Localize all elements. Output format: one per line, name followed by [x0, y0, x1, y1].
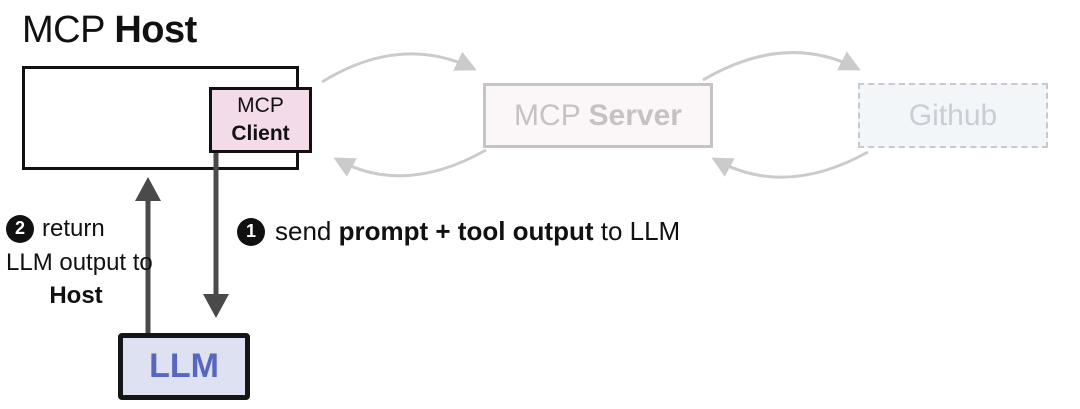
github-to-server-loop-arrow	[711, 150, 869, 179]
step2-line3: Host	[49, 282, 103, 310]
title-emphasis: Host	[114, 9, 197, 51]
github-box: Github	[858, 83, 1048, 148]
step2-line2: LLM output to	[6, 248, 153, 276]
github-label: Github	[908, 98, 998, 132]
server-to-client-loop-arrow	[333, 148, 487, 178]
server-to-github-loop-arrow	[702, 51, 861, 82]
step2-number-badge: 2	[6, 214, 34, 243]
mcp-server-label-prefix: MCP	[514, 98, 589, 132]
step1-number-badge: 1	[237, 217, 265, 246]
mcp-client-label-line1: MCP	[237, 93, 284, 117]
title-prefix: MCP	[22, 9, 115, 51]
step1-text-post: to LLM	[593, 216, 681, 246]
mcp-server-label: MCP Server	[514, 99, 682, 133]
mcp-client-box: MCP Client	[209, 87, 312, 153]
step1-text: send prompt + tool output to LLM	[275, 216, 680, 247]
diagram-title: MCP Host	[22, 9, 197, 52]
step2-line1-text: return	[42, 215, 105, 242]
step1-text-bold: prompt + tool output	[338, 216, 594, 246]
mcp-client-label-line2: Client	[231, 122, 290, 145]
step2-line1: 2 return	[6, 212, 154, 246]
step2-annotation: 2 return LLM output to Host	[6, 212, 154, 313]
step1-annotation: 1 send prompt + tool output to LLM	[237, 216, 680, 247]
llm-box: LLM	[118, 333, 250, 400]
client-to-server-loop-arrow	[321, 51, 477, 84]
mcp-server-box: MCP Server	[483, 83, 713, 148]
mcp-server-label-emphasis: Server	[588, 98, 682, 132]
client-to-llm-arrow	[203, 152, 229, 318]
llm-label: LLM	[149, 347, 219, 385]
step1-text-pre: send	[275, 216, 339, 246]
